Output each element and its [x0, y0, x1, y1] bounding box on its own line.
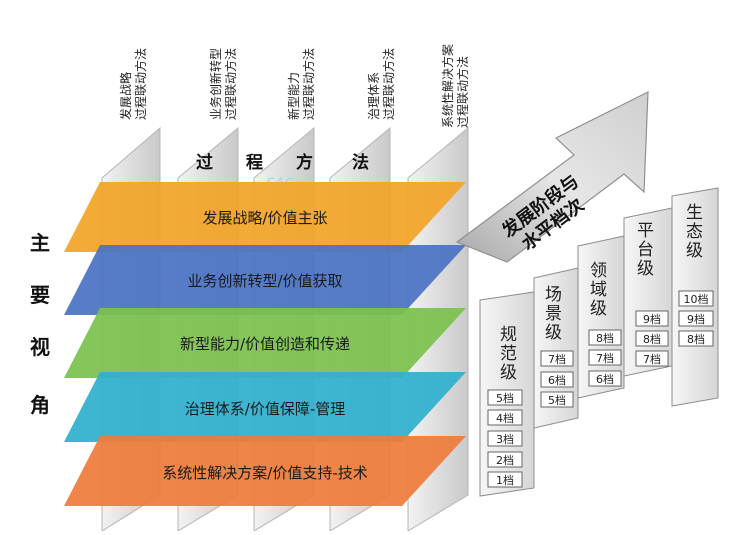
level-ecosystem-title-2: 态	[686, 222, 703, 242]
level-ecosystem-grade-8-box	[678, 330, 714, 347]
level-ecosystem-title-1: 生	[686, 203, 703, 223]
level-domain-grade-7-box	[588, 349, 622, 366]
level-platform-grade-9-box	[635, 310, 669, 327]
process-method-char-2: 程	[246, 153, 263, 173]
level-standard-grade-2: 2档	[496, 453, 514, 467]
column-header-governance-line1: 治理体系	[367, 72, 381, 120]
column-header-capability-line2: 过程联动方法	[301, 48, 316, 120]
level-standard-grade-4: 4档	[496, 411, 514, 425]
level-standard-grade-1: 1档	[496, 473, 514, 487]
level-standard-grade-2-box	[487, 451, 523, 468]
process-method-char-4: 法	[352, 152, 369, 173]
level-standard-grade-5-box	[487, 389, 523, 406]
level-scenario-grade-7: 7档	[548, 352, 566, 366]
level-platform-grade-9: 9档	[643, 312, 661, 326]
plane-solution-label: 系统性解决方案/价值支持-技术	[162, 464, 367, 482]
level-steps: 规 范 级 5档 4档 3档 2档 1档 场 景 级 7档 6档 5档	[479, 187, 719, 497]
process-method-char-3: 方	[296, 152, 313, 173]
level-standard-grade-3: 3档	[496, 432, 514, 446]
level-scenario-grade-6-box	[540, 371, 574, 388]
level-ecosystem-title-3: 级	[686, 241, 703, 261]
level-scenario-title-2: 景	[545, 304, 562, 324]
plane-business-label: 业务创新转型/价值获取	[187, 272, 342, 290]
main-perspective-char-3: 视	[30, 335, 50, 359]
development-arrow-shape	[455, 91, 649, 263]
level-domain-title-2: 域	[590, 280, 607, 300]
level-domain-grade-6-box	[588, 370, 622, 387]
plane-governance-label: 治理体系/价值保障-管理	[185, 400, 345, 418]
perspective-planes: 发展战略/价值主张 业务创新转型/价值获取 新型能力/价值创造和传递 治理体系/…	[64, 182, 466, 506]
plane-governance: 治理体系/价值保障-管理	[64, 372, 466, 442]
level-standard-title-3: 级	[500, 363, 517, 383]
level-platform: 平 台 级 9档 8档 7档	[623, 207, 673, 377]
level-scenario: 场 景 级 7档 6档 5档	[533, 267, 579, 429]
level-scenario-grade-7-box	[540, 350, 574, 367]
level-scenario-grade-5-box	[540, 391, 574, 408]
main-perspective-char-4: 角	[30, 393, 50, 417]
plane-solution: 系统性解决方案/价值支持-技术	[64, 436, 466, 506]
level-domain-grade-7: 7档	[596, 351, 614, 365]
level-standard-grade-1-box	[487, 471, 523, 488]
level-scenario-title-1: 场	[545, 285, 562, 305]
column-header-governance-line2: 过程联动方法	[381, 48, 396, 120]
column-header-solution-line2: 过程联动方法	[455, 56, 470, 128]
main-perspective-char-1: 主	[30, 231, 50, 255]
process-method-char-1: 过	[196, 153, 213, 173]
plane-strategy-label: 发展战略/价值主张	[202, 209, 327, 227]
level-standard-grade-3-box	[487, 430, 523, 447]
plane-business-shape	[64, 245, 466, 315]
plane-strategy-shape	[64, 182, 466, 252]
plane-capability-label: 新型能力/价值创造和传递	[180, 335, 350, 353]
plane-capability-shape	[64, 308, 466, 378]
main-perspective-label: 主 要 视 角	[30, 231, 50, 417]
level-platform-grade-7-box	[635, 350, 669, 367]
column-header-business-line2: 过程联动方法	[223, 48, 238, 120]
level-scenario-grade-5: 5档	[548, 393, 566, 407]
level-ecosystem-grade-8: 8档	[687, 332, 705, 346]
level-ecosystem-grade-9: 9档	[687, 312, 705, 326]
level-domain-grade-8-box	[588, 329, 622, 346]
main-perspective-char-2: 要	[30, 283, 50, 307]
level-standard-title-1: 规	[500, 325, 517, 345]
level-standard-grade-5: 5档	[496, 391, 514, 405]
plane-strategy: 发展战略/价值主张	[64, 182, 466, 252]
plane-solution-shape	[64, 436, 466, 506]
level-domain: 领 域 级 8档 7档 6档	[577, 235, 625, 399]
level-platform-grade-8-box	[635, 330, 669, 347]
column-headers: 发展战略 过程联动方法 业务创新转型 过程联动方法 新型能力 过程联动方法 治理…	[118, 44, 470, 128]
level-standard-grade-4-box	[487, 409, 523, 426]
plane-capability: 新型能力/价值创造和传递	[64, 308, 466, 378]
level-standard: 规 范 级 5档 4档 3档 2档 1档	[479, 291, 535, 497]
plane-governance-shape	[64, 372, 466, 442]
process-method-label: 过 程 方 法	[196, 152, 369, 173]
level-platform-title-1: 平	[637, 221, 654, 241]
level-scenario-grade-6: 6档	[548, 373, 566, 387]
level-domain-title-1: 领	[590, 261, 607, 281]
plane-business: 业务创新转型/价值获取	[64, 245, 466, 315]
level-ecosystem-grade-10-box	[678, 290, 714, 307]
level-platform-title-3: 级	[637, 259, 654, 279]
level-ecosystem: 生 态 级 10档 9档 8档	[671, 187, 719, 407]
column-header-strategy-line1: 发展战略	[118, 72, 133, 120]
level-domain-grade-8: 8档	[596, 331, 614, 345]
column-header-strategy-line2: 过程联动方法	[133, 48, 148, 120]
column-header-capability-line1: 新型能力	[286, 72, 301, 120]
level-domain-grade-6: 6档	[596, 372, 614, 386]
level-scenario-panel	[533, 267, 579, 429]
level-ecosystem-grade-10: 10档	[684, 292, 709, 306]
level-domain-title-3: 级	[590, 299, 607, 319]
level-platform-title-2: 台	[637, 240, 654, 260]
column-header-solution-line1: 系统性解决方案	[440, 44, 455, 128]
level-standard-title-2: 范	[500, 344, 517, 364]
level-platform-grade-7: 7档	[643, 352, 661, 366]
level-ecosystem-grade-9-box	[678, 310, 714, 327]
level-platform-grade-8: 8档	[643, 332, 661, 346]
column-header-business-line1: 业务创新转型	[208, 48, 223, 120]
level-scenario-title-3: 级	[545, 323, 562, 343]
